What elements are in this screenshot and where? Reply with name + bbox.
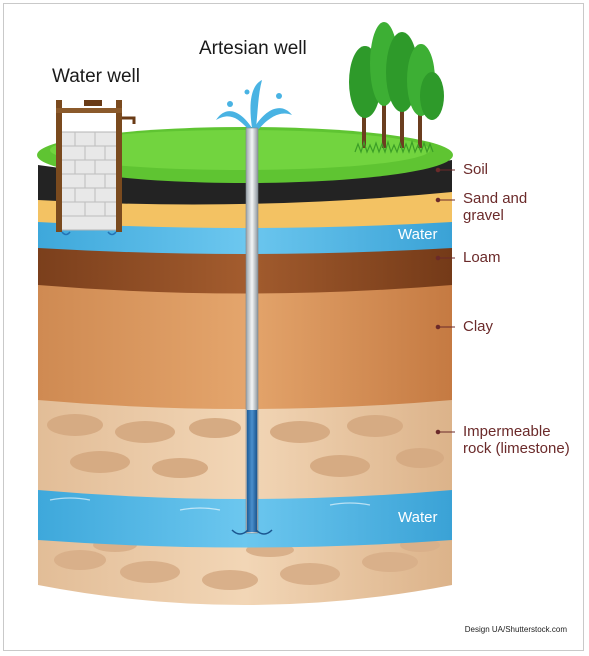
layer-label-clay: Clay	[463, 318, 494, 335]
image-credit: Design UA/Shutterstock.com	[464, 625, 567, 634]
upper-water-layer	[38, 218, 452, 254]
water-label-upper: Water	[398, 226, 438, 243]
clay-layer	[38, 280, 452, 409]
water-label-lower: Water	[398, 509, 438, 526]
loam-layer	[38, 243, 452, 294]
label-pointers	[435, 167, 455, 435]
artesian-well-title: Artesian well	[199, 38, 307, 59]
artesian-fountain	[216, 80, 292, 130]
impermeable-rock-layer	[38, 395, 452, 499]
layer-label-loam: Loam	[463, 249, 501, 266]
grass-surface	[37, 127, 453, 183]
water-well-title: Water well	[52, 66, 140, 87]
layer-label-rock: Impermeable rock (limestone)	[463, 423, 570, 457]
lower-water-layer	[38, 485, 452, 548]
layer-label-soil: Soil	[463, 161, 489, 178]
diagram-frame	[3, 3, 584, 651]
layer-label-sand-gravel: Sand and gravel	[463, 190, 528, 224]
trees	[349, 22, 444, 154]
water-well-structure	[56, 100, 136, 236]
artesian-pipe	[231, 127, 273, 535]
